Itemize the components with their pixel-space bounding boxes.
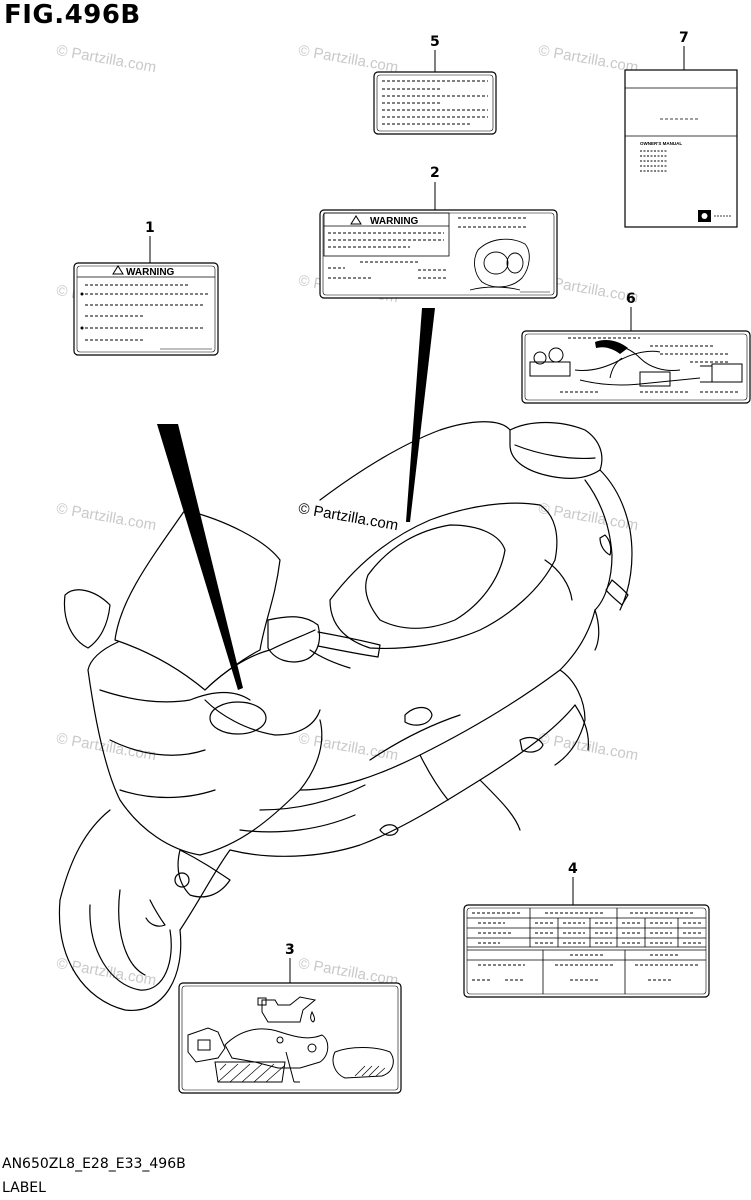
label-3-oil-pictogram (178, 982, 402, 1094)
callout-3: 3 (285, 942, 295, 958)
leader-wedge-1 (157, 424, 243, 690)
callout-leaders (149, 46, 685, 983)
callout-7: 7 (679, 30, 689, 46)
figure-name: LABEL (2, 1180, 46, 1196)
callout-4: 4 (568, 861, 578, 877)
label-6-routing-diagram (521, 330, 751, 404)
label-2-warning-text: WARNING (370, 216, 419, 227)
label-1-warning-sticker (73, 262, 219, 356)
label-1-warning-text: WARNING (126, 267, 175, 278)
callout-1: 1 (145, 220, 155, 236)
callout-6: 6 (626, 291, 636, 307)
figure-code: AN650ZL8_E28_E33_496B (2, 1156, 186, 1172)
callout-2: 2 (430, 165, 440, 181)
scooter-outline (58, 421, 633, 1011)
callout-5: 5 (430, 34, 440, 50)
figure-title: FIG.496B (4, 0, 141, 30)
label-4-spec-table (463, 904, 710, 998)
label-2-warning-sticker (319, 209, 558, 299)
label-5-text-sticker (373, 71, 497, 135)
manual-heading: OWNER'S MANUAL (640, 141, 682, 146)
label-7-owners-manual (624, 69, 738, 228)
leader-wedge-2 (406, 308, 435, 522)
